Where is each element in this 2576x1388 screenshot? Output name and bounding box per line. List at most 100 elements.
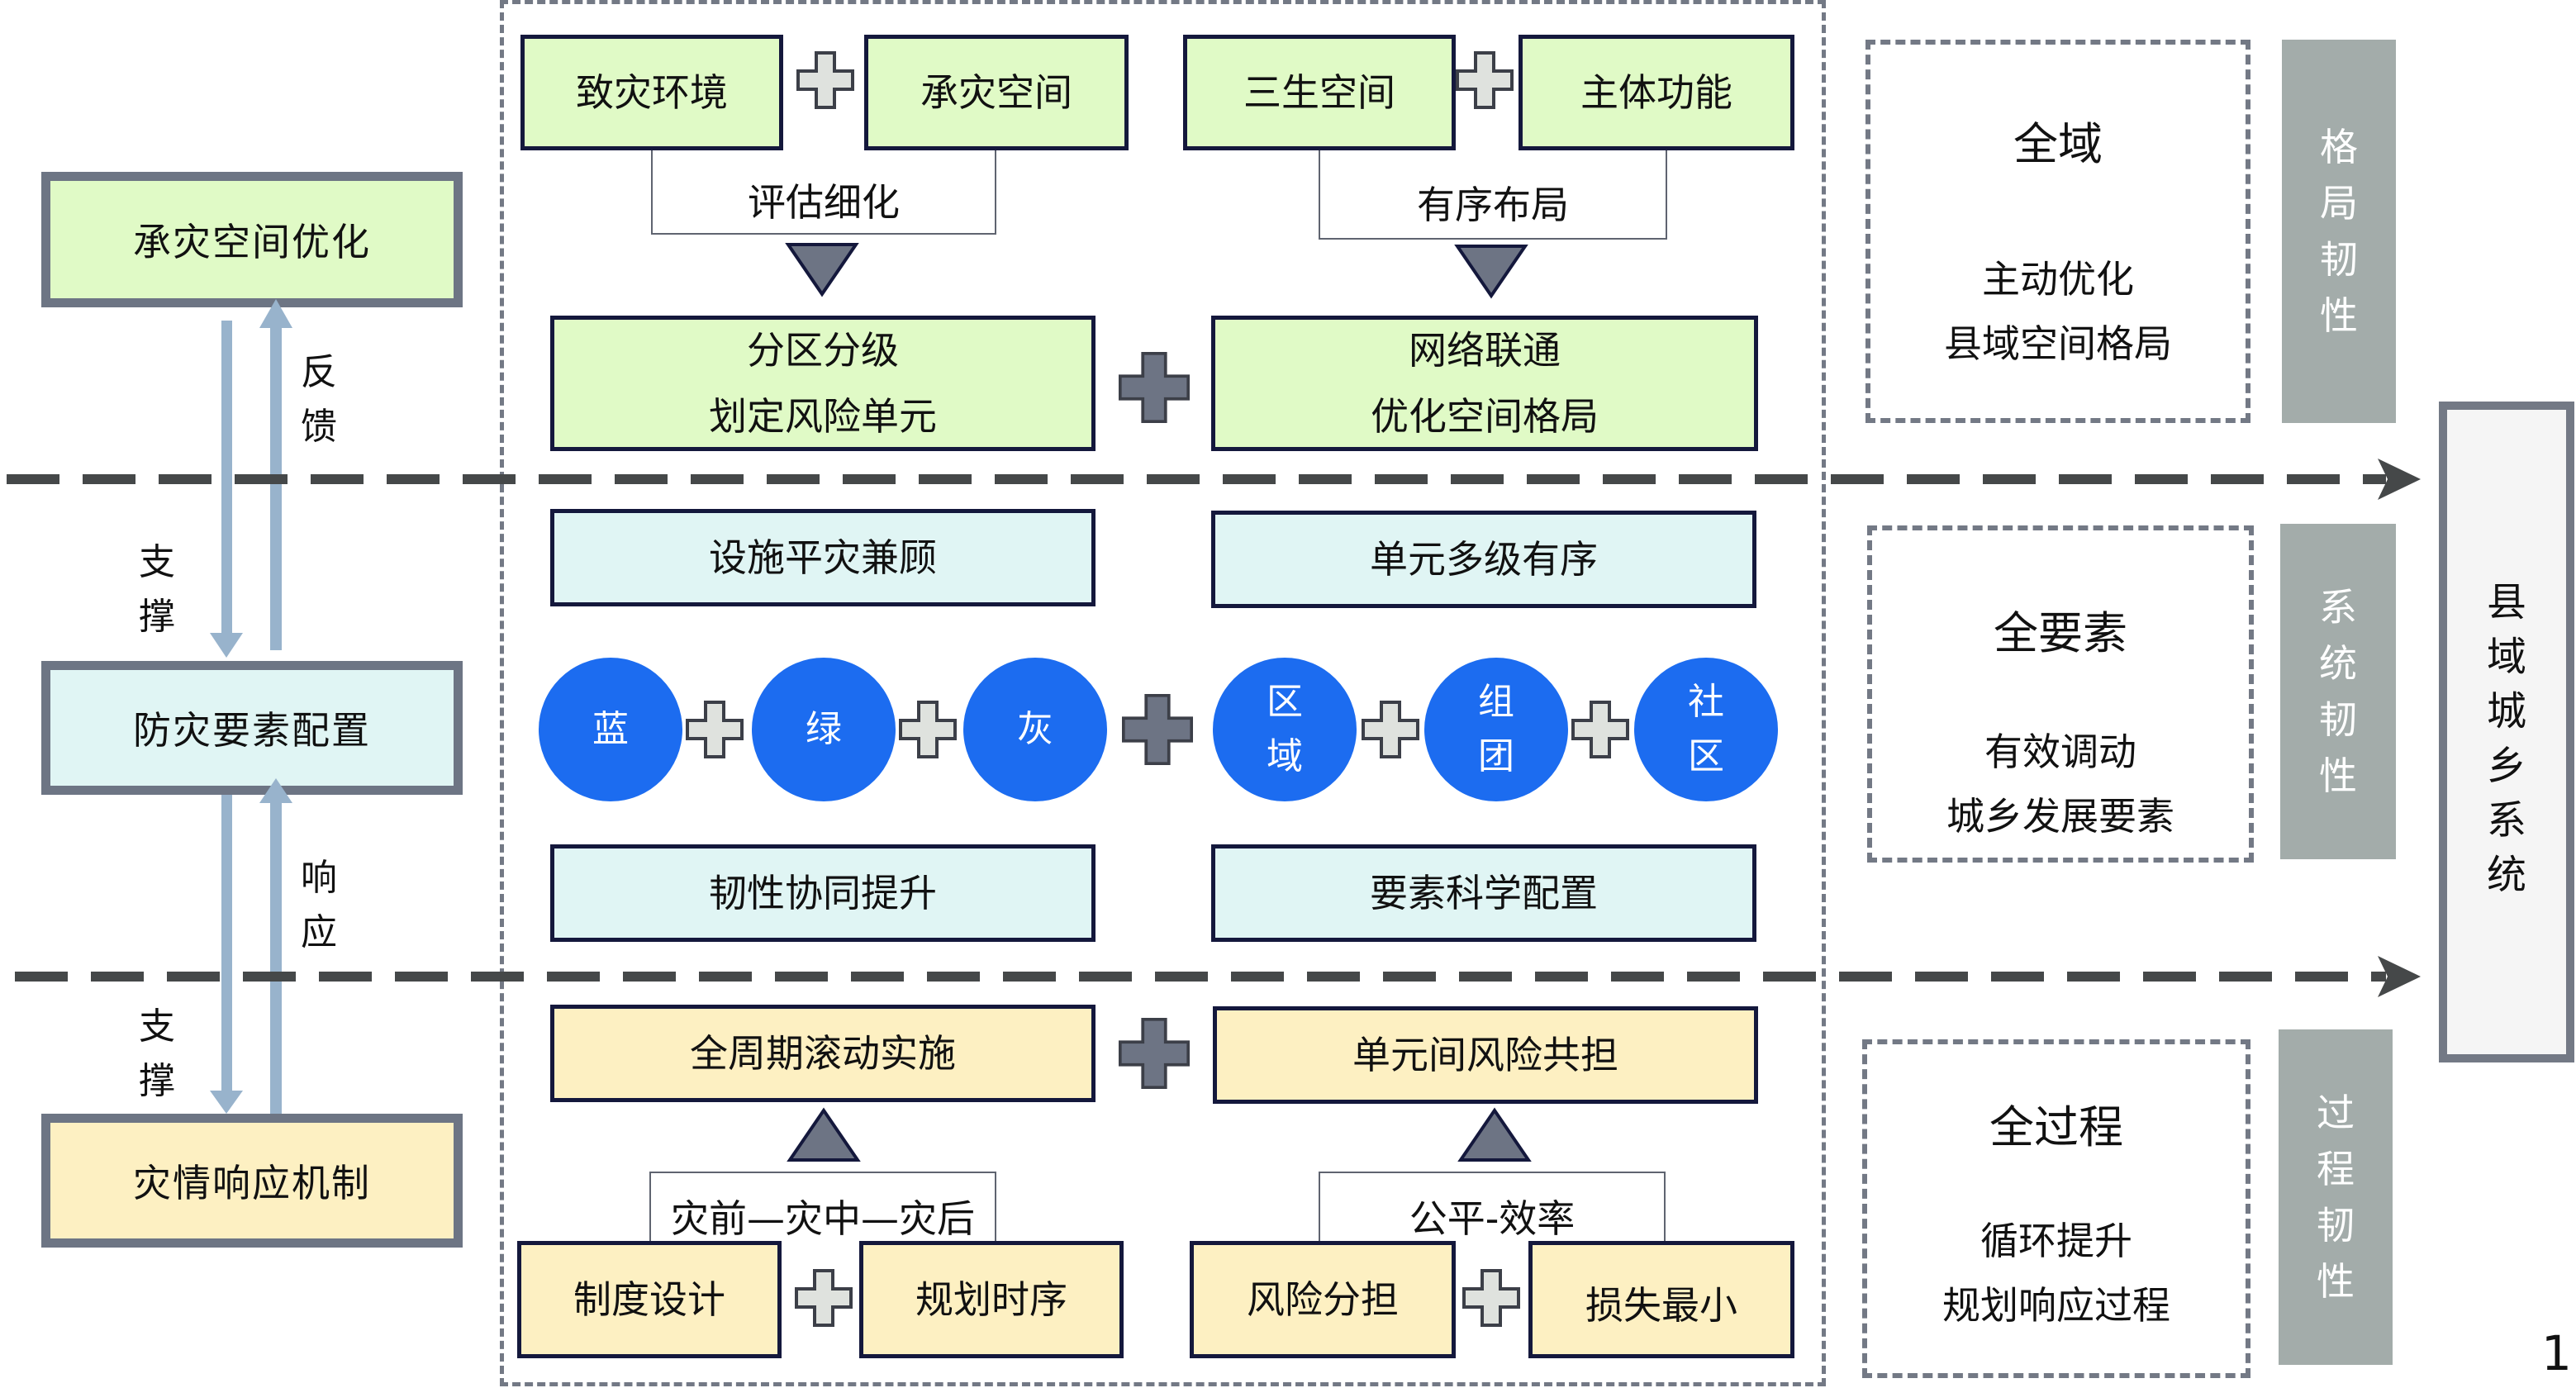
block-title: 全过程: [1989, 1101, 2123, 1153]
box-minimize-loss: 损失最小: [1528, 1241, 1794, 1358]
plus-icon: [796, 51, 854, 109]
circle-label: 绿: [806, 708, 842, 750]
box-label: 单元间风险共担: [1352, 1033, 1618, 1077]
box-label: 要素科学配置: [1370, 871, 1598, 915]
circle-label: 域: [1267, 735, 1303, 777]
tag-char: 系: [2319, 585, 2357, 630]
box-three-life-space: 三生空间: [1183, 35, 1456, 150]
dashed-arrow-line-1: [7, 474, 2386, 484]
arrow-down-triangle-icon: [1454, 245, 1528, 299]
tag-system-resilience: 系 统 韧 性: [2280, 524, 2396, 859]
feedback-label: 反 馈: [294, 345, 344, 454]
box-label: 承灾空间: [920, 70, 1072, 115]
arrow-up-triangle-icon: [787, 1107, 861, 1162]
box-label: 风险分担: [1247, 1277, 1399, 1322]
circle-gray: 灰: [963, 658, 1107, 801]
box-risk-sharing-units: 单元间风险共担: [1213, 1006, 1758, 1104]
tag-char: 韧: [2317, 1203, 2355, 1248]
box-label: 单元多级有序: [1370, 537, 1598, 582]
box-label: 灾情响应机制: [133, 1161, 371, 1205]
arrow-right-icon: [2378, 956, 2421, 997]
feedback-arrow-up: [259, 299, 292, 650]
box-element-allocation: 要素科学配置: [1211, 844, 1756, 942]
dashed-arrow-line-2: [15, 972, 2386, 982]
system-char: 城: [2486, 688, 2526, 734]
response-arrow-up: [259, 778, 292, 1114]
box-label: 承灾空间优化: [133, 220, 371, 264]
char: 支: [139, 541, 175, 583]
block-desc: 有效调动 城乡发展要素: [1946, 720, 2174, 848]
box-facility-dual-use: 设施平灾兼顾: [550, 509, 1096, 606]
box-full-cycle-implementation: 全周期滚动实施: [550, 1005, 1096, 1102]
box-planning-sequence: 规划时序: [859, 1241, 1124, 1358]
block-title: 全要素: [1994, 607, 2127, 659]
bracket-label: 灾前—灾中—灾后: [671, 1196, 975, 1241]
box-label: 全周期滚动实施: [690, 1031, 956, 1076]
box-hazard-environment: 致灾环境: [520, 35, 783, 150]
block-title: 全域: [2013, 118, 2103, 170]
box-county-urban-rural-system: 县 域 城 乡 系 统: [2439, 402, 2574, 1062]
left-arrows: [210, 299, 292, 1114]
tag-pattern-resilience: 格 局 韧 性: [2282, 40, 2396, 423]
plus-icon-dark: [1122, 694, 1193, 765]
bracket-label: 公平-效率: [1409, 1196, 1576, 1241]
block-desc: 循环提升 规划响应过程: [1942, 1209, 2170, 1338]
circle-cluster: 组 团: [1424, 658, 1568, 801]
support-arrow-down-2: [210, 795, 243, 1114]
support-label-1: 支 撑: [132, 535, 182, 644]
tag-char: 韧: [2320, 237, 2358, 282]
plus-icon: [1456, 51, 1514, 109]
circle-label: 社: [1688, 681, 1724, 723]
box-main-functions: 主体功能: [1519, 35, 1794, 150]
box-unit-multilevel: 单元多级有序: [1211, 511, 1756, 608]
support-label-2: 支 撑: [132, 1000, 182, 1109]
desc-line: 规划响应过程: [1942, 1283, 2170, 1328]
box-disaster-bearing-space-optimization: 承灾空间优化: [41, 172, 463, 307]
arrow-down-triangle-icon: [785, 243, 859, 297]
block-all-elements: 全要素 有效调动 城乡发展要素: [1867, 525, 2254, 863]
plus-icon: [1362, 701, 1419, 758]
bracket-ordered-layout: 有序布局: [1319, 150, 1667, 240]
desc-line: 县域空间格局: [1944, 321, 2172, 366]
circle-label: 组: [1478, 681, 1514, 723]
bracket-fairness-efficiency: 公平-效率: [1319, 1172, 1666, 1251]
box-line: 分区分级: [747, 328, 899, 373]
box-disaster-prevention-elements: 防灾要素配置: [41, 661, 463, 795]
system-char: 乡: [2486, 743, 2526, 789]
box-resilience-synergy: 韧性协同提升: [550, 844, 1096, 942]
block-whole-process: 全过程 循环提升 规划响应过程: [1862, 1039, 2250, 1378]
char: 撑: [139, 596, 175, 638]
tag-process-resilience: 过 程 韧 性: [2279, 1029, 2393, 1365]
desc-line: 循环提升: [1980, 1219, 2132, 1263]
circle-label: 团: [1478, 735, 1514, 777]
tag-char: 性: [2319, 753, 2357, 798]
tag-char: 性: [2320, 293, 2358, 338]
box-institutional-design: 制度设计: [517, 1241, 782, 1358]
tag-char: 韧: [2319, 697, 2357, 742]
box-label: 设施平灾兼顾: [709, 535, 937, 580]
support-arrow-down-1: [210, 321, 243, 658]
desc-line: 有效调动: [1984, 730, 2136, 774]
circle-community: 社 区: [1634, 658, 1778, 801]
box-line: 网络联通: [1409, 328, 1561, 373]
bracket-assessment: 评估细化: [651, 150, 996, 235]
circle-label: 区: [1688, 735, 1724, 777]
box-label: 主体功能: [1580, 70, 1732, 115]
circle-blue: 蓝: [539, 658, 682, 801]
box-disaster-response-mechanism: 灾情响应机制: [41, 1114, 463, 1248]
center-frame: [500, 0, 1826, 1386]
block-whole-domain: 全域 主动优化 县域空间格局: [1865, 40, 2250, 423]
circle-label: 蓝: [592, 708, 629, 750]
box-label: 规划时序: [915, 1277, 1067, 1322]
plus-icon: [1462, 1269, 1520, 1327]
box-zoning-risk-units: 分区分级 划定风险单元: [550, 316, 1096, 451]
response-label: 响 应: [294, 851, 344, 960]
block-desc: 主动优化 县域空间格局: [1944, 247, 2172, 376]
bracket-before-during-after: 灾前—灾中—灾后: [649, 1172, 996, 1251]
char: 反: [301, 351, 337, 393]
desc-line: 主动优化: [1982, 257, 2134, 302]
plus-icon: [795, 1269, 853, 1327]
circle-region: 区 域: [1213, 658, 1357, 801]
tag-char: 程: [2317, 1147, 2355, 1191]
char: 应: [301, 911, 337, 953]
